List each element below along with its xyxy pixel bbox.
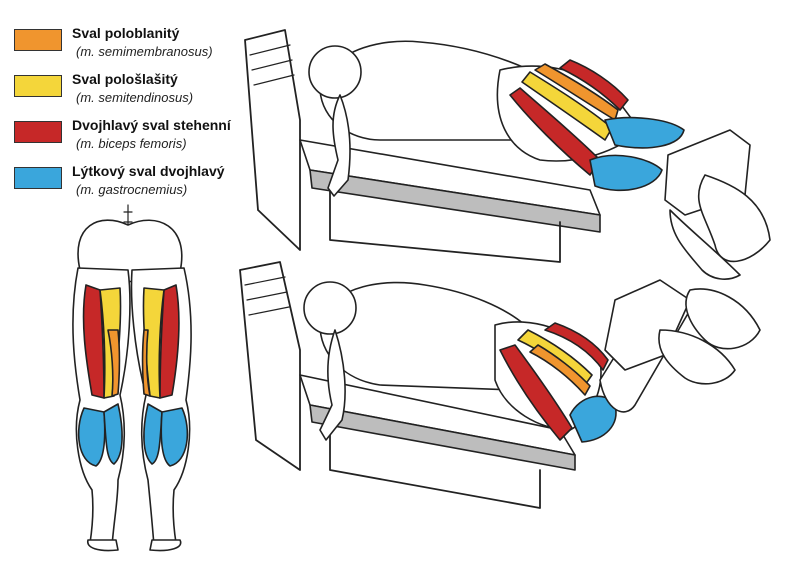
top-exercise-figure: [245, 30, 770, 279]
back-view-legs: [73, 205, 191, 551]
machine-frame-bottom: [240, 262, 300, 470]
right-foot: [150, 540, 181, 551]
head-top: [309, 46, 361, 98]
top-gastrocnemius-1: [605, 118, 684, 148]
top-gastrocnemius-2: [590, 155, 662, 190]
left-foot: [88, 540, 118, 551]
head-bottom: [304, 282, 356, 334]
bottom-exercise-figure: [240, 262, 760, 508]
machine-frame-top: [245, 30, 300, 250]
